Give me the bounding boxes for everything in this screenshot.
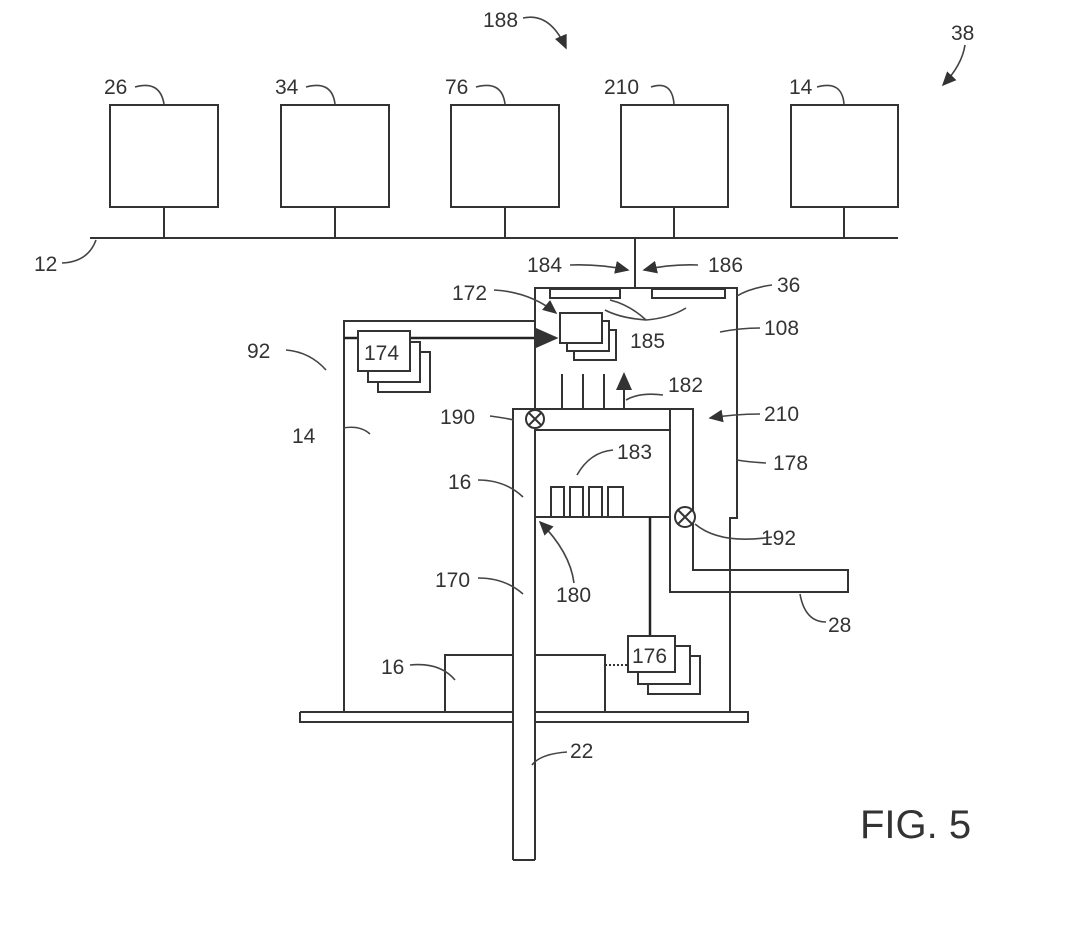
- plate-185-left: [550, 289, 620, 298]
- label-192: 192: [761, 527, 796, 550]
- component-76-box: [451, 105, 559, 207]
- label-178: 178: [773, 452, 808, 475]
- unit-16-right: [535, 655, 605, 712]
- label-190: 190: [440, 406, 475, 429]
- module-172-box: [560, 313, 602, 343]
- label-92: 92: [247, 340, 270, 363]
- label-182: 182: [668, 374, 703, 397]
- label-76: 76: [445, 76, 468, 99]
- label-12: 12: [34, 253, 57, 276]
- label-172: 172: [452, 282, 487, 305]
- label-22: 22: [570, 740, 593, 763]
- label-16-upper: 16: [448, 471, 471, 494]
- component-210-box: [621, 105, 728, 207]
- label-180: 180: [556, 584, 591, 607]
- label-210-duct: 210: [764, 403, 799, 426]
- label-186: 186: [708, 254, 743, 277]
- flow-arrows-182: [562, 374, 624, 410]
- cabinet-92: [344, 321, 556, 712]
- label-26: 26: [104, 76, 127, 99]
- label-210-top: 210: [604, 76, 639, 99]
- fin-183: [570, 487, 583, 517]
- component-34-box: [281, 105, 389, 207]
- unit-16-left: [445, 655, 513, 712]
- valve-192-icon: [675, 507, 695, 527]
- label-174: 174: [364, 342, 399, 365]
- fin-183: [608, 487, 623, 517]
- label-14-cabinet: 14: [292, 425, 316, 448]
- label-34: 34: [275, 76, 299, 99]
- label-28: 28: [828, 614, 851, 637]
- duct-210-28: [513, 409, 848, 860]
- valve-190-icon: [526, 410, 544, 428]
- base: [300, 636, 748, 722]
- component-14-box: [791, 105, 898, 207]
- label-184: 184: [527, 254, 562, 277]
- plate-185-right: [652, 289, 725, 298]
- shaft-and-chamber: [513, 409, 848, 860]
- component-26-box: [110, 105, 218, 207]
- network-components: [90, 105, 898, 288]
- figure-label: FIG. 5: [860, 803, 971, 847]
- ground-plate: [300, 712, 748, 722]
- fin-183: [589, 487, 602, 517]
- component-stems: [164, 207, 844, 238]
- label-16-lower: 16: [381, 656, 404, 679]
- label-108: 108: [764, 317, 799, 340]
- label-38: 38: [951, 22, 974, 45]
- label-14-top: 14: [789, 76, 813, 99]
- label-183: 183: [617, 441, 652, 464]
- label-36: 36: [777, 274, 800, 297]
- label-170: 170: [435, 569, 470, 592]
- label-188: 188: [483, 9, 518, 32]
- fin-183: [551, 487, 564, 517]
- label-176: 176: [632, 645, 667, 668]
- label-185: 185: [630, 330, 665, 353]
